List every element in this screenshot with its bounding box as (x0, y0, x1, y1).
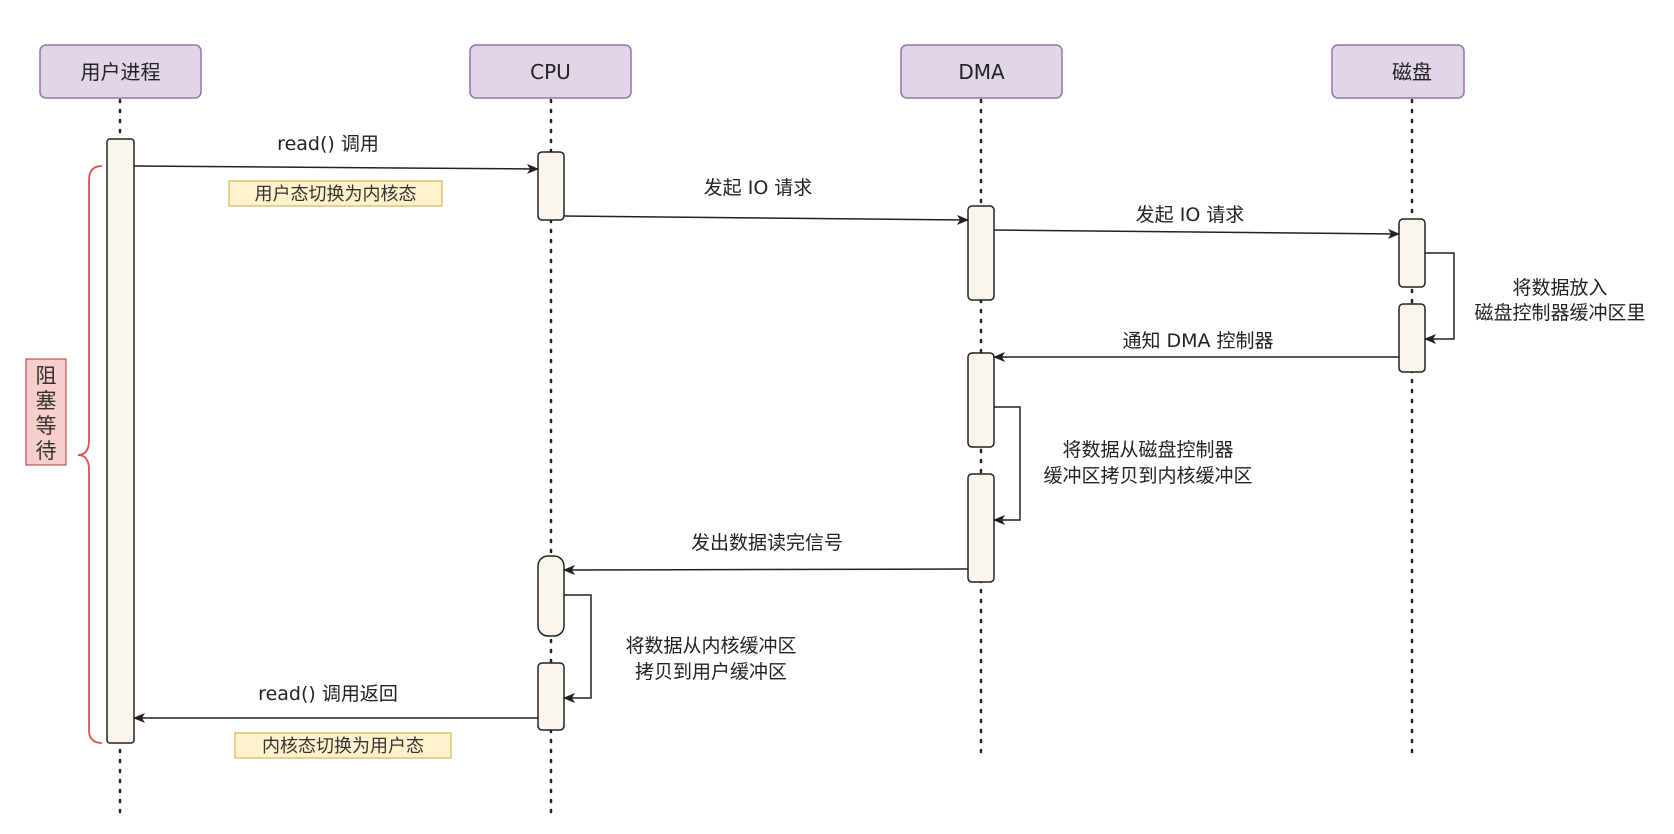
participant-box (39, 44, 202, 99)
note-box (234, 732, 452, 759)
activation-disk-2 (1398, 303, 1426, 373)
blocking-char: 塞 (36, 389, 57, 413)
participant-disk: 磁盘 (1331, 44, 1465, 99)
blocking-char: 待 (36, 439, 57, 463)
participant-cpu: CPU (469, 44, 632, 99)
note-to-user: 内核态切换为用户态 (234, 732, 452, 759)
label-dma-self-1: 将数据从磁盘控制器 (1062, 439, 1233, 461)
activation-dma-2 (967, 352, 995, 448)
participant-user: 用户进程 (39, 44, 202, 99)
blocking-char: 等 (36, 414, 57, 438)
label-read-return: read() 调用返回 (258, 683, 398, 705)
label-disk-self-2: 磁盘控制器缓冲区里 (1474, 302, 1645, 324)
arrow-disk-self (1424, 252, 1455, 344)
arrow-dma-to-cpu (563, 564, 969, 575)
brace (77, 165, 103, 744)
label-dma-self-2: 缓冲区拷贝到内核缓冲区 (1043, 465, 1252, 487)
label-cpu-self-1: 将数据从内核缓冲区 (625, 635, 796, 657)
participant-label: DMA (958, 60, 1005, 84)
note-box (228, 180, 443, 207)
arrow-dma-self (993, 406, 1021, 525)
message-cpu-to-dma: 发起 IO 请求 (563, 177, 969, 225)
message-read-return: read() 调用返回 (133, 683, 538, 723)
label-cpu-to-dma: 发起 IO 请求 (704, 177, 813, 199)
message-dma-to-disk: 发起 IO 请求 (993, 204, 1400, 239)
blocking-label-box (25, 358, 67, 466)
participant-box (469, 44, 632, 99)
activation-user (106, 138, 135, 744)
note-to-kernel: 用户态切换为内核态 (228, 180, 443, 207)
note-text: 内核态切换为用户态 (262, 736, 424, 757)
arrow-dma-to-disk (993, 228, 1400, 239)
activation-dma-3 (967, 473, 995, 583)
activations (106, 138, 1426, 744)
message-notify-dma: 通知 DMA 控制器 (993, 330, 1399, 362)
activation-dma-1 (967, 205, 995, 301)
activation-disk-1 (1398, 218, 1426, 288)
message-read-done: 发出数据读完信号 (563, 532, 969, 575)
label-disk-self-1: 将数据放入 (1512, 277, 1607, 299)
label-read-done: 发出数据读完信号 (691, 532, 843, 554)
participant-label: CPU (530, 60, 571, 84)
label-read-call: read() 调用 (277, 133, 379, 155)
activation-cpu-3 (537, 662, 565, 731)
participant-dma: DMA (900, 44, 1063, 99)
label-cpu-self-2: 拷贝到用户缓冲区 (635, 661, 787, 683)
arrow-user-to-cpu (133, 163, 539, 174)
label-notify-dma: 通知 DMA 控制器 (1122, 330, 1273, 352)
message-read-call: read() 调用 (133, 133, 539, 174)
message-dma-self: 将数据从磁盘控制器 缓冲区拷贝到内核缓冲区 (993, 406, 1253, 525)
activation-cpu-2 (537, 555, 565, 637)
label-dma-to-disk: 发起 IO 请求 (1136, 204, 1245, 226)
blocking-char: 阻 (36, 364, 57, 388)
blocking-indicator: 阻 塞 等 待 (25, 165, 103, 744)
participant-box (900, 44, 1063, 99)
participant-label: 磁盘 (1392, 60, 1432, 84)
participant-label: 用户进程 (81, 60, 161, 84)
note-text: 用户态切换为内核态 (255, 184, 417, 205)
message-disk-self: 将数据放入 磁盘控制器缓冲区里 (1424, 252, 1646, 344)
message-cpu-self: 将数据从内核缓冲区 拷贝到用户缓冲区 (563, 594, 797, 703)
arrow-cpu-self (563, 594, 592, 703)
activation-cpu-1 (537, 151, 565, 221)
arrow-cpu-to-dma (563, 214, 969, 225)
participant-box (1331, 44, 1465, 99)
